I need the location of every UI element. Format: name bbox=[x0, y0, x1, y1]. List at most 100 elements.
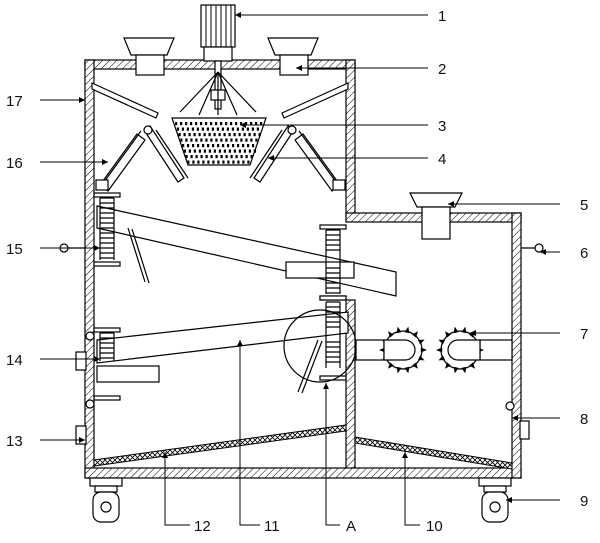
crusher-tooth bbox=[248, 133, 251, 137]
crusher-tooth bbox=[245, 122, 248, 126]
crusher-tooth bbox=[225, 155, 228, 159]
crusher-tooth bbox=[245, 138, 248, 142]
crusher-tooth bbox=[202, 160, 205, 164]
crusher-tooth bbox=[236, 127, 239, 131]
crusher-tooth bbox=[187, 160, 190, 164]
gear-tooth bbox=[388, 362, 394, 369]
crusher-tooth bbox=[217, 160, 220, 164]
crusher-tooth bbox=[205, 122, 208, 126]
gear-tooth bbox=[404, 326, 410, 334]
gear-tooth bbox=[404, 366, 410, 374]
right-feed-hopper bbox=[409, 192, 463, 240]
crusher-tooth bbox=[250, 122, 253, 126]
crusher-tooth bbox=[220, 138, 223, 142]
crushing-head bbox=[171, 71, 267, 166]
crusher-tooth bbox=[210, 122, 213, 126]
crusher-tooth bbox=[211, 127, 214, 131]
callout-15: 15 bbox=[6, 241, 23, 258]
gear-tooth bbox=[453, 366, 459, 374]
crusher-tooth bbox=[230, 155, 233, 159]
crusher-tooth bbox=[247, 144, 250, 148]
crusher-tooth bbox=[227, 144, 230, 148]
gear-tooth bbox=[445, 331, 451, 338]
crusher-tooth bbox=[250, 138, 253, 142]
crusher-tooth bbox=[252, 144, 255, 148]
crusher-tooth bbox=[195, 138, 198, 142]
crusher-tooth bbox=[188, 149, 191, 153]
crusher-tooth bbox=[243, 149, 246, 153]
crusher-tooth bbox=[212, 144, 215, 148]
crusher-tooth bbox=[230, 138, 233, 142]
crusher-tooth bbox=[248, 149, 251, 153]
crusher-tooth bbox=[181, 127, 184, 131]
gear-tooth bbox=[396, 326, 402, 334]
crusher-tooth bbox=[255, 138, 258, 142]
gear-tooth bbox=[461, 326, 467, 334]
crusher-tooth bbox=[237, 160, 240, 164]
crusher-tooth bbox=[240, 155, 243, 159]
gear-tooth bbox=[445, 362, 451, 369]
crusher-tooth bbox=[235, 155, 238, 159]
gear-tooth bbox=[412, 362, 418, 369]
crusher-tooth bbox=[235, 122, 238, 126]
callout-8: 8 bbox=[580, 411, 588, 428]
gear-tooth bbox=[418, 355, 425, 361]
crusher-tooth bbox=[193, 133, 196, 137]
crusher-tooth bbox=[208, 133, 211, 137]
callout-7: 7 bbox=[580, 326, 588, 343]
crusher-tooth bbox=[210, 138, 213, 142]
gear-tooth bbox=[453, 326, 459, 334]
callout-14: 14 bbox=[6, 352, 23, 369]
crusher-tooth bbox=[226, 127, 229, 131]
crusher-tooth bbox=[185, 138, 188, 142]
crusher-tooth bbox=[198, 149, 201, 153]
crusher-tooth bbox=[240, 138, 243, 142]
crusher-tooth bbox=[241, 127, 244, 131]
lower-screen-extension bbox=[96, 365, 160, 383]
crusher-tooth bbox=[195, 122, 198, 126]
callout-13: 13 bbox=[6, 433, 23, 450]
crusher-tooth bbox=[228, 149, 231, 153]
crusher-tooth bbox=[200, 138, 203, 142]
gear-tooth bbox=[418, 339, 425, 345]
crusher-tooth bbox=[210, 155, 213, 159]
crusher-tooth bbox=[246, 127, 249, 131]
crusher-tooth bbox=[197, 144, 200, 148]
crusher-tooth bbox=[218, 133, 221, 137]
crusher-tooth bbox=[201, 127, 204, 131]
callout-5: 5 bbox=[580, 197, 588, 214]
arrowheads bbox=[79, 12, 546, 503]
crusher-tooth bbox=[183, 149, 186, 153]
crusher-tooth bbox=[218, 149, 221, 153]
crusher-tooth bbox=[255, 122, 258, 126]
crusher-tooth bbox=[193, 149, 196, 153]
crusher-tooth bbox=[238, 133, 241, 137]
crusher-tooth bbox=[217, 144, 220, 148]
left-hydraulic-cylinder bbox=[95, 125, 153, 192]
crusher-tooth bbox=[260, 122, 263, 126]
lower-screen bbox=[96, 311, 349, 394]
leader-lines bbox=[40, 14, 560, 526]
crusher-tooth bbox=[227, 160, 230, 164]
right-hydraulic-cylinder bbox=[287, 125, 346, 192]
gear-tooth bbox=[396, 366, 402, 374]
crusher-tooth bbox=[192, 144, 195, 148]
callout-9: 9 bbox=[580, 493, 588, 510]
crusher-tooth bbox=[203, 133, 206, 137]
upper-screen-extension bbox=[285, 261, 355, 279]
crusher-tooth bbox=[256, 127, 259, 131]
crusher-tooth bbox=[187, 144, 190, 148]
crusher-tooth bbox=[203, 149, 206, 153]
callout-1: 1 bbox=[438, 8, 446, 25]
crusher-tooth bbox=[232, 144, 235, 148]
crusher-tooth bbox=[185, 122, 188, 126]
crusher-tooth bbox=[233, 133, 236, 137]
crusher-tooth bbox=[253, 133, 256, 137]
crusher-tooth bbox=[215, 138, 218, 142]
crusher-tooth bbox=[200, 122, 203, 126]
crusher-tooth bbox=[213, 149, 216, 153]
crusher-tooth bbox=[196, 127, 199, 131]
base-wall bbox=[84, 467, 522, 479]
crusher-tooth bbox=[251, 127, 254, 131]
